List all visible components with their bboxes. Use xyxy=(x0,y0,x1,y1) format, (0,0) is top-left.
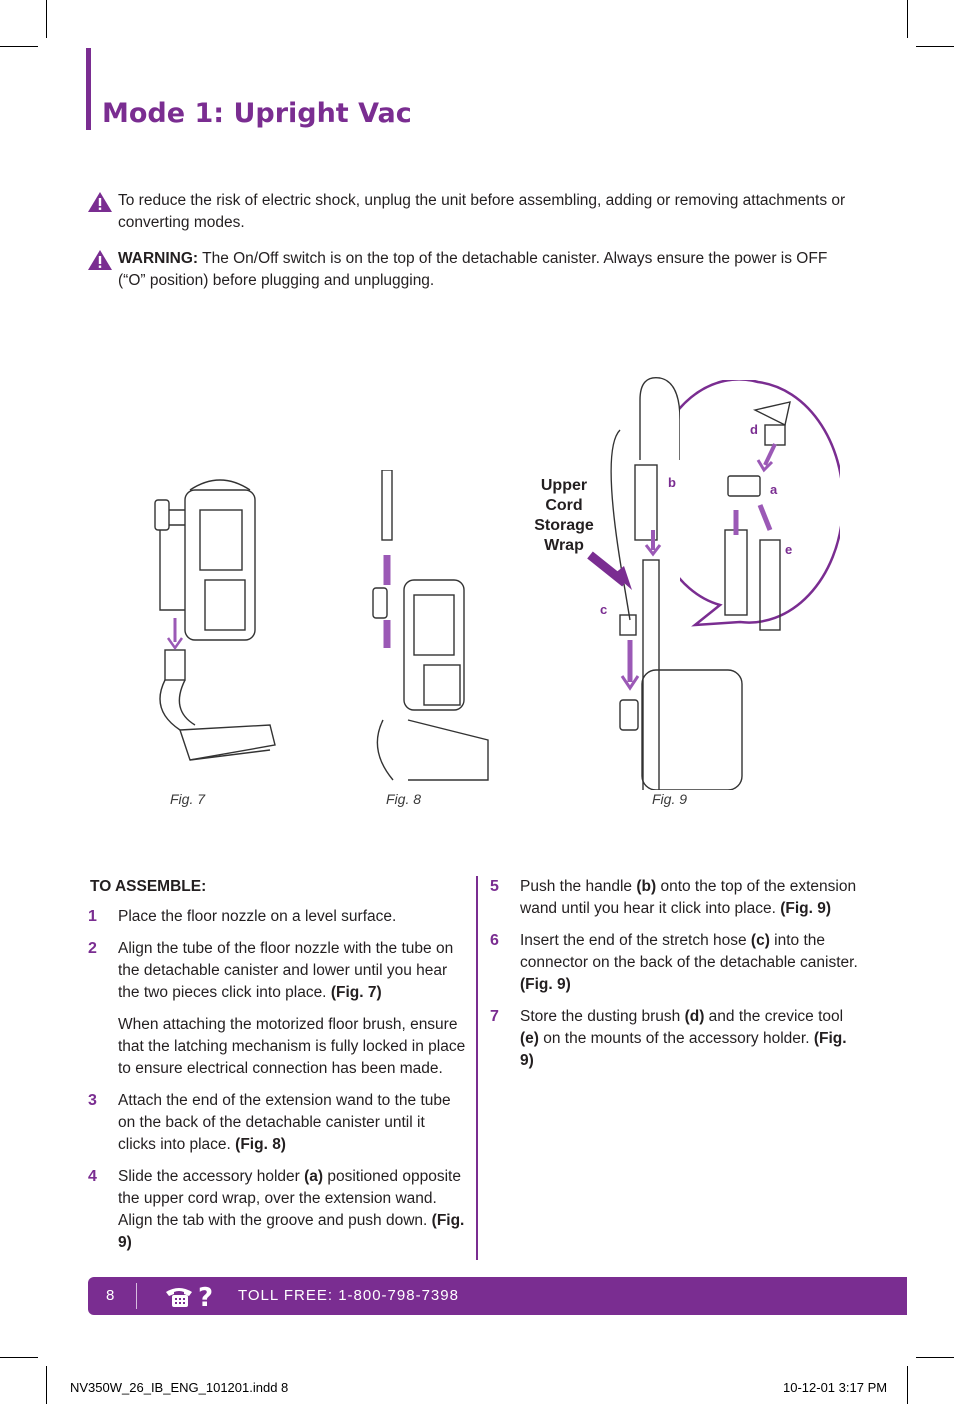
step-text: Place the floor nozzle on a level surfac… xyxy=(118,908,397,925)
step-number: 3 xyxy=(88,1092,97,1109)
crop-mark xyxy=(916,46,954,47)
figures-area: d a e b c Upper Cord Storage Wrap Fig. 7… xyxy=(0,370,954,820)
crop-mark xyxy=(916,1357,954,1358)
assemble-step: 7 Store the dusting brush (d) and the cre… xyxy=(490,1006,860,1072)
fig8-illustration xyxy=(372,470,489,781)
toll-free-number: TOLL FREE: 1-800-798-7398 xyxy=(238,1287,459,1304)
callout-upper-cord-wrap: Upper Cord Storage Wrap xyxy=(534,477,594,554)
assemble-step: When attaching the motorized floor brush… xyxy=(88,1014,466,1080)
fig9-illustration xyxy=(587,376,743,790)
phone-help-icon: ? xyxy=(166,1283,213,1309)
file-slug: NV350W_26_IB_ENG_101201.indd 8 xyxy=(70,1380,289,1395)
date-slug: 10-12-01 3:17 PM xyxy=(783,1380,888,1395)
step-number: 5 xyxy=(490,878,499,895)
step-text: Store the dusting brush (d) and the crev… xyxy=(520,1008,847,1069)
step-number: 2 xyxy=(88,940,97,957)
step-number: 7 xyxy=(490,1008,499,1025)
fig7-label: Fig. 7 xyxy=(170,791,206,807)
warning-icon xyxy=(88,192,112,212)
instructions-right: 5 Push the handle (b) onto the top of the… xyxy=(490,876,860,1082)
crop-mark xyxy=(907,0,908,38)
warning-text: To reduce the risk of electric shock, un… xyxy=(118,192,846,231)
assemble-step: 5 Push the handle (b) onto the top of the… xyxy=(490,876,860,920)
assemble-step: 3 Attach the end of the extension wand to… xyxy=(88,1090,466,1156)
assemble-heading: TO ASSEMBLE: xyxy=(90,878,207,895)
label-e: e xyxy=(785,542,793,557)
page-number: 8 xyxy=(106,1287,115,1304)
step-text: When attaching the motorized floor brush… xyxy=(118,1016,466,1077)
fig8-label: Fig. 8 xyxy=(386,791,422,807)
fig7-illustration xyxy=(154,479,276,761)
label-c: c xyxy=(600,602,608,617)
assemble-step: 4 Slide the accessory holder (a) position… xyxy=(88,1166,466,1254)
label-d: d xyxy=(750,422,758,437)
footer-bar: 8 ? TOLL FREE: 1-800-798-7398 xyxy=(88,1277,907,1315)
crop-mark xyxy=(907,1366,908,1404)
warning-icon xyxy=(88,250,112,270)
label-a: a xyxy=(770,482,778,497)
step-text: Attach the end of the extension wand to … xyxy=(118,1092,451,1153)
footer-separator xyxy=(136,1283,137,1309)
fig9-label: Fig. 9 xyxy=(652,791,688,807)
step-text: Align the tube of the floor nozzle with … xyxy=(118,940,454,1001)
step-text: Insert the end of the stretch hose (c) i… xyxy=(520,932,858,993)
label-b: b xyxy=(668,475,676,490)
column-divider xyxy=(476,876,478,1260)
instructions-left: TO ASSEMBLE: 1 Place the floor nozzle on … xyxy=(88,876,466,1264)
accessory-callout-bubble xyxy=(680,380,840,631)
step-number: 1 xyxy=(88,908,97,925)
crop-mark xyxy=(46,1366,47,1404)
crop-mark xyxy=(0,1357,38,1358)
step-text: Push the handle (b) onto the top of the … xyxy=(520,878,857,917)
title-accent-bar xyxy=(86,48,91,130)
crop-mark xyxy=(46,0,47,38)
crop-mark xyxy=(0,46,38,47)
page-title: Mode 1: Upright Vac xyxy=(102,98,412,129)
step-number: 4 xyxy=(88,1168,97,1185)
svg-text:?: ? xyxy=(198,1283,213,1309)
step-number: 6 xyxy=(490,932,499,949)
assemble-step: 6 Insert the end of the stretch hose (c) … xyxy=(490,930,860,996)
assemble-step: 1 Place the floor nozzle on a level surfa… xyxy=(88,906,466,928)
assemble-step: 2 Align the tube of the floor nozzle with… xyxy=(88,938,466,1004)
step-text: Slide the accessory holder (a) positione… xyxy=(118,1168,465,1251)
warning-text: WARNING: The On/Off switch is on the top… xyxy=(118,250,828,289)
